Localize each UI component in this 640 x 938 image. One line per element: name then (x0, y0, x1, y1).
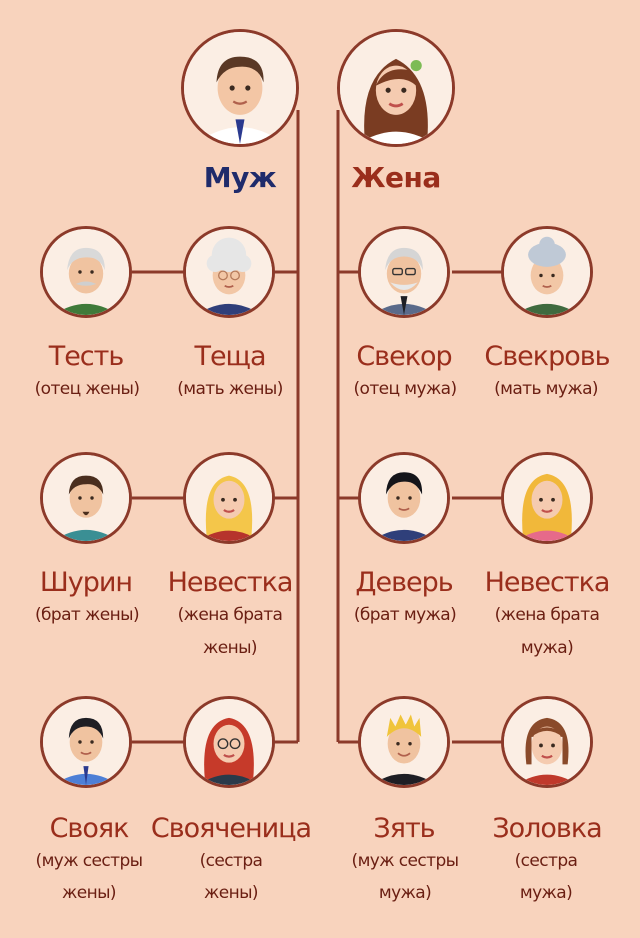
father-in-law-note: (отец жены) (34, 379, 140, 399)
wife-brothers-wife-note-line1: (жена брата (177, 605, 283, 625)
wife-brother-label: Шурин (39, 567, 133, 598)
husband-mother-note: (мать мужа) (494, 379, 598, 399)
husband-brothers-wife-label: Невестка (484, 567, 611, 598)
husband-portrait-icon (181, 29, 299, 147)
husband-father-label: Свекор (356, 341, 452, 372)
husband-sister-husband-label: Зять (373, 813, 435, 844)
spiky-blond-man-portrait-icon (358, 696, 450, 788)
dark-haired-man-portrait-icon (40, 696, 132, 788)
wife-brothers-wife-label: Невестка (167, 567, 294, 598)
husband-brothers-wife-note-line2: мужа) (520, 638, 574, 658)
husband-sister-label: Золовка (492, 813, 602, 844)
grandfather-glasses-portrait-icon (358, 226, 450, 318)
husband-father-note: (отец мужа) (353, 379, 457, 399)
husband-brothers-wife-note-line1: (жена брата (494, 605, 600, 625)
husband-label: Муж (203, 161, 277, 194)
blonde-woman-portrait-icon (183, 452, 275, 544)
wife-brothers-wife-note-line2: жены) (203, 638, 258, 658)
bob-haired-woman-portrait-icon (501, 696, 593, 788)
wife-brother-note: (брат жены) (35, 605, 140, 625)
husband-mother-label: Свекровь (484, 341, 610, 372)
husband-sister-note-line2: мужа) (519, 883, 573, 903)
old-woman-portrait-icon (183, 226, 275, 318)
husband-sister-note-line1: (сестра (514, 851, 578, 871)
wife-label: Жена (351, 161, 441, 194)
mother-in-law-note: (мать жены) (177, 379, 283, 399)
man-goatee-portrait-icon (40, 452, 132, 544)
blonde-woman-pink-portrait-icon (501, 452, 593, 544)
husband-sister-husband-note-line1: (муж сестры (351, 851, 460, 871)
husband-brother-label: Деверь (355, 567, 453, 598)
grandmother-portrait-icon (501, 226, 593, 318)
wife-sister-label: Свояченица (150, 813, 312, 844)
wife-sister-note-line1: (сестра (199, 851, 263, 871)
mother-in-law-label: Теща (194, 341, 266, 372)
redhead-woman-glasses-portrait-icon (183, 696, 275, 788)
wife-sister-husband-note-line2: жены) (62, 883, 117, 903)
old-man-portrait-icon (40, 226, 132, 318)
wife-sister-note-line2: жены) (204, 883, 259, 903)
wife-sister-husband-note-line1: (муж сестры (35, 851, 144, 871)
wife-portrait-icon (337, 29, 455, 147)
husband-sister-husband-note-line2: мужа) (378, 883, 432, 903)
father-in-law-label: Тесть (48, 341, 125, 372)
black-haired-man-portrait-icon (358, 452, 450, 544)
husband-brother-note: (брат мужа) (353, 605, 457, 625)
wife-sister-husband-label: Свояк (49, 813, 130, 844)
